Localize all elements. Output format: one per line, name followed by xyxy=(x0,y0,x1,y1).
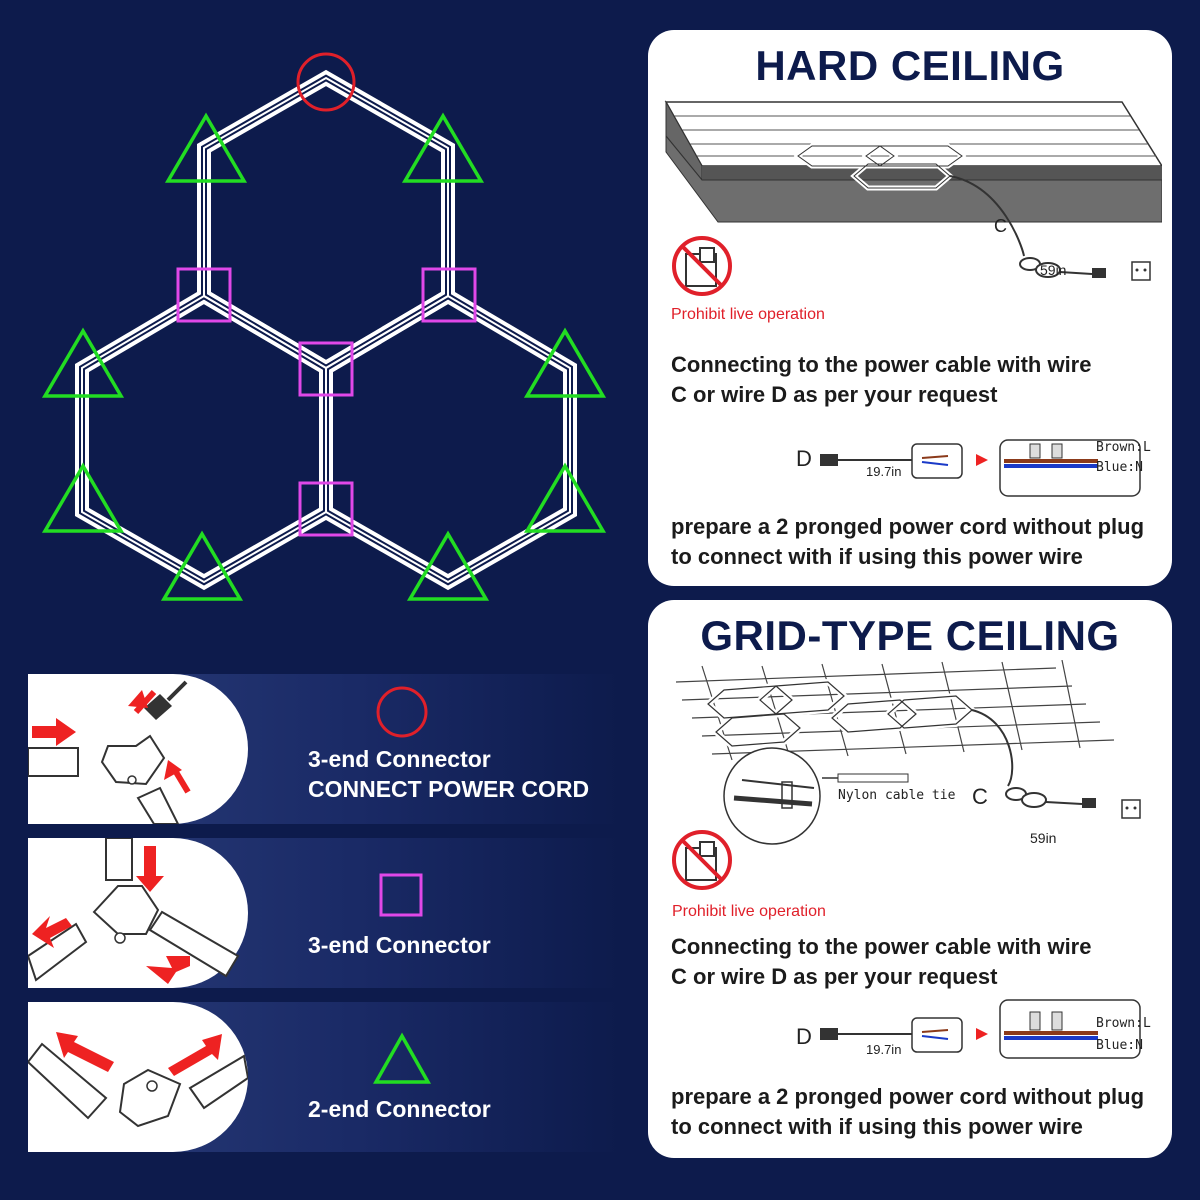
hard-ceiling-wire-d-illustration xyxy=(820,439,1141,497)
legend-row-power-connector: 3-end Connector CONNECT POWER CORD xyxy=(28,674,620,824)
grid-ceiling-title: GRID-TYPE CEILING xyxy=(700,612,1120,659)
prohibit-icon xyxy=(672,830,732,890)
three-end-connector-marker xyxy=(421,267,477,323)
square-icon xyxy=(379,873,423,917)
grid-ceiling-nylon-label: Nylon cable tie xyxy=(838,788,956,803)
hard-ceiling-wire-d-label: D xyxy=(796,446,812,471)
two-end-connector-marker xyxy=(401,112,485,183)
legend-label-three-end-connector: 3-end Connector xyxy=(308,932,491,958)
hexagon-layout-diagram xyxy=(41,52,607,601)
grid-ceiling-wire-c-label: C xyxy=(972,784,988,809)
connector-illustration xyxy=(28,838,248,988)
grid-ceiling-panel: GRID-TYPE CEILING xyxy=(648,600,1172,1158)
hexagon-right xyxy=(319,287,577,591)
hard-ceiling-connect-text: Connecting to the power cable with wire … xyxy=(671,352,1092,407)
connector-illustration xyxy=(28,674,248,824)
hard-ceiling-blue-label: Blue:N xyxy=(1096,460,1143,475)
grid-ceiling-wire-d-length: 19.7in xyxy=(866,1042,902,1057)
grid-ceiling-illustration xyxy=(675,660,1141,845)
power-connector-marker xyxy=(296,52,356,112)
grid-ceiling-blue-label: Blue:N xyxy=(1096,1038,1143,1053)
hard-ceiling-prepare-text: prepare a 2 pronged power cord without p… xyxy=(671,514,1145,569)
two-end-connector-marker xyxy=(523,462,607,533)
three-end-connector-marker xyxy=(298,481,354,537)
three-end-power-connector-illustration xyxy=(28,680,191,824)
grid-ceiling-wire-d-label: D xyxy=(796,1024,812,1049)
hard-ceiling-brown-label: Brown:L xyxy=(1096,440,1151,455)
legend-label-two-end-connector: 2-end Connector xyxy=(308,1096,491,1122)
two-end-connector-marker xyxy=(41,327,125,398)
two-end-connector-marker xyxy=(164,112,248,183)
two-end-connector-marker xyxy=(41,462,125,533)
prohibit-icon xyxy=(672,236,732,296)
three-end-connector-marker xyxy=(298,341,354,397)
grid-ceiling-prohibit-text: Prohibit live operation xyxy=(672,903,826,920)
hard-ceiling-illustration xyxy=(664,100,1162,281)
hard-ceiling-wire-c-length: 59in xyxy=(1040,262,1067,278)
hard-ceiling-wire-d-length: 19.7in xyxy=(866,464,902,479)
legend-label-power-connector: 3-end Connector CONNECT POWER CORD xyxy=(308,746,590,802)
two-end-connector-marker xyxy=(406,530,490,601)
two-end-connector-marker xyxy=(523,327,607,398)
grid-ceiling-wire-d-illustration xyxy=(820,999,1141,1059)
legend-row-two-end-connector: 2-end Connector xyxy=(28,1002,620,1152)
grid-ceiling-prepare-text: prepare a 2 pronged power cord without p… xyxy=(671,1084,1145,1139)
circle-icon xyxy=(376,686,428,738)
two-end-connector-marker xyxy=(160,530,244,601)
two-end-connector-illustration xyxy=(28,1032,250,1128)
hard-ceiling-panel: HARD CEILING C 59in xyxy=(648,30,1172,586)
three-end-connector-marker xyxy=(176,267,232,323)
hard-ceiling-title: HARD CEILING xyxy=(755,42,1065,89)
grid-ceiling-brown-label: Brown:L xyxy=(1096,1016,1151,1031)
hard-ceiling-prohibit-text: Prohibit live operation xyxy=(671,306,825,323)
grid-ceiling-wire-c-length: 59in xyxy=(1030,830,1057,846)
grid-ceiling-connect-text: Connecting to the power cable with wire … xyxy=(671,934,1092,989)
connector-illustration xyxy=(28,1002,250,1152)
hard-ceiling-wire-c-label: C xyxy=(994,216,1007,236)
three-end-connector-illustration xyxy=(28,838,240,984)
triangle-icon xyxy=(373,1032,431,1084)
legend-row-three-end-connector: 3-end Connector xyxy=(28,838,620,988)
